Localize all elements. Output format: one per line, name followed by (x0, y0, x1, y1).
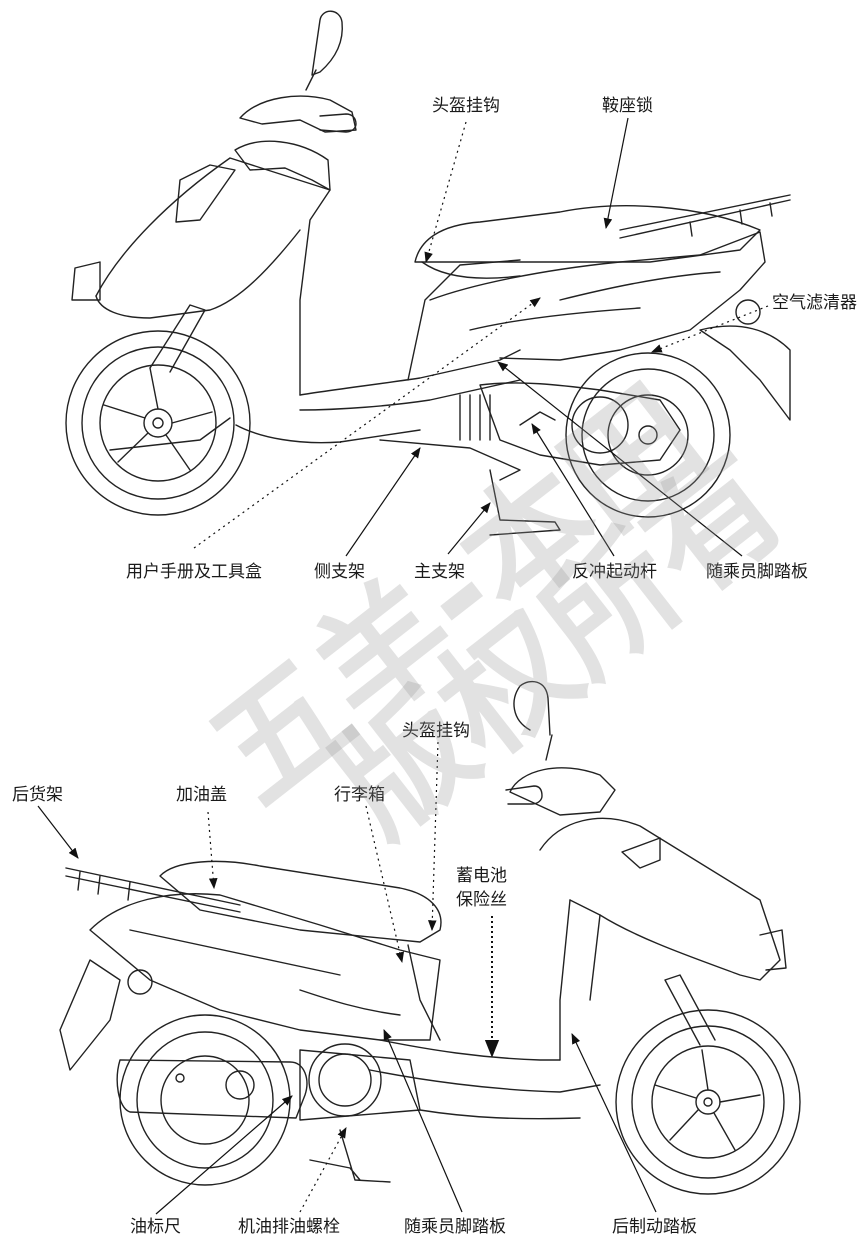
label-battery-fuse-1: 蓄电池 (456, 866, 507, 886)
label-rear-brake-pedal: 后制动踏板 (612, 1217, 697, 1237)
label-seat-lock: 鞍座锁 (602, 96, 653, 116)
front-wheel (65, 330, 251, 516)
label-oil-drain-bolt: 机油排油螺栓 (238, 1217, 340, 1237)
label-kick-starter: 反冲起动杆 (572, 562, 657, 582)
label-main-stand: 主支架 (414, 562, 465, 582)
scooter-right-side-view (59, 680, 801, 1195)
label-air-filter: 空气滤清器 (772, 293, 857, 313)
label-battery-fuse-2: 保险丝 (456, 890, 507, 910)
label-manual-toolbox: 用户手册及工具盒 (126, 562, 262, 582)
rear-wheel (565, 352, 731, 518)
leaders-top (193, 117, 769, 557)
label-luggage-box: 行李箱 (334, 785, 385, 805)
label-dipstick: 油标尺 (130, 1217, 181, 1237)
label-side-stand: 侧支架 (314, 562, 365, 582)
label-helmet-hook-top: 头盔挂钩 (432, 96, 500, 116)
scooter-left-side-view (65, 10, 791, 536)
rear-wheel-right (119, 1014, 291, 1186)
label-fuel-cap: 加油盖 (176, 785, 227, 805)
leaders-bottom (37, 741, 657, 1215)
front-wheel-right (615, 1009, 801, 1195)
label-passenger-footrest-top: 随乘员脚踏板 (706, 562, 808, 582)
label-helmet-hook-bottom: 头盔挂钩 (402, 721, 470, 741)
label-passenger-footrest-bottom: 随乘员脚踏板 (404, 1217, 506, 1237)
label-rear-carrier: 后货架 (12, 785, 63, 805)
